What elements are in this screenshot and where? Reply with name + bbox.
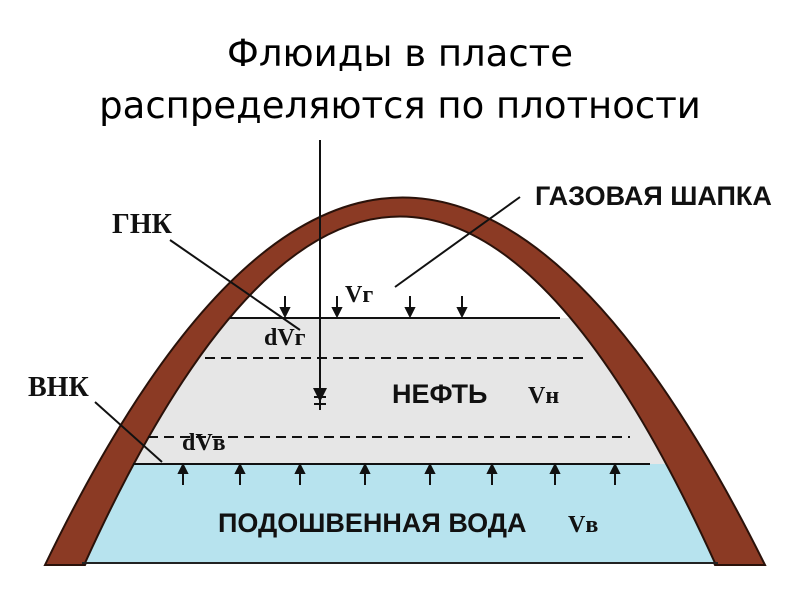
vnk-label: ВНК <box>28 372 89 403</box>
vv-label: Vв <box>568 512 598 538</box>
vg-label: Vг <box>345 282 373 308</box>
vn-label: Vн <box>528 383 559 409</box>
slide-title: Флюиды в пласте распределяются по плотно… <box>0 28 800 132</box>
oil-label: НЕФТЬ <box>392 379 487 409</box>
dvv-label: dVв <box>182 430 226 456</box>
well-arrowhead <box>313 388 327 402</box>
water-label: ПОДОШВЕННАЯ ВОДА <box>218 508 527 538</box>
gnk-leader-line <box>169 239 301 331</box>
dvg-label: dVг <box>264 325 306 351</box>
title-line-2: распределяются по плотности <box>99 84 701 127</box>
water-zone <box>85 464 715 563</box>
gas-cap-label: ГАЗОВАЯ ШАПКА <box>535 181 772 211</box>
vnk-arrows <box>177 462 621 485</box>
title-line-1: Флюиды в пласте <box>227 32 573 75</box>
vnk-leader-line <box>94 401 163 463</box>
gas-cap-leader-line <box>394 196 521 288</box>
inner-arch-outline <box>84 215 716 564</box>
gnk-arrows <box>279 296 468 319</box>
gas-cap-zone <box>0 0 800 318</box>
gnk-label: ГНК <box>112 209 173 240</box>
